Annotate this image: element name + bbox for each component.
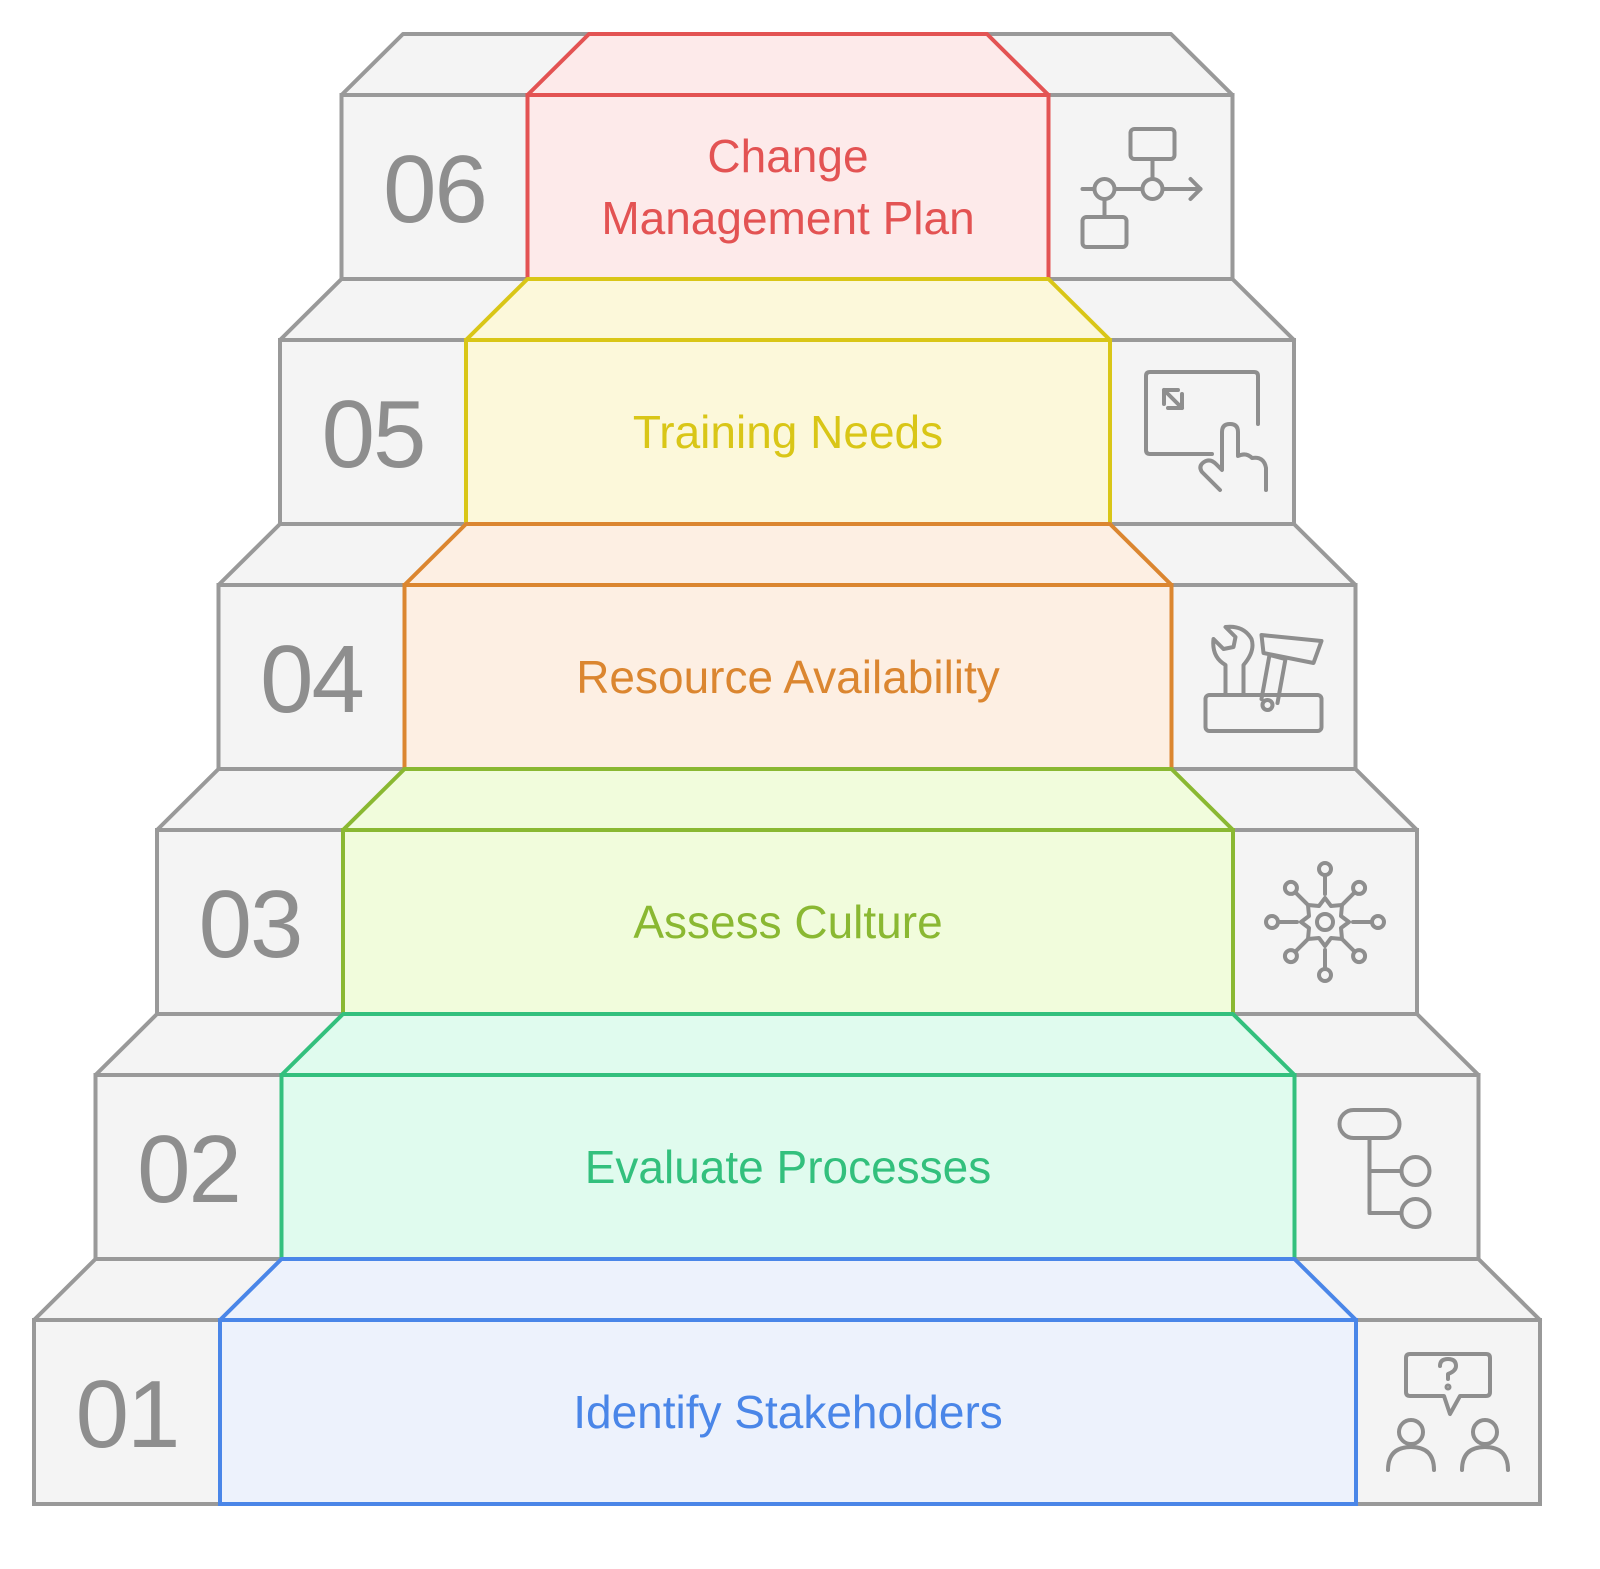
step-02-number: 02 (137, 1116, 240, 1223)
icon-layer (1080, 127, 1510, 1472)
workflow-diagram-icon (1080, 127, 1203, 249)
colored-step-layer (218, 32, 1358, 1506)
step-04-label: Resource Availability (576, 651, 1000, 703)
step-05-color-tread (464, 277, 1112, 342)
step-06-color-front (525, 93, 1051, 281)
toolbox-icon (1203, 624, 1324, 733)
step-02-color-tread (279, 1012, 1297, 1077)
step-01-label: Identify Stakeholders (573, 1386, 1003, 1438)
step-01-number: 01 (76, 1361, 179, 1468)
step-01-color-front (218, 1318, 1358, 1506)
step-03-label: Assess Culture (633, 896, 942, 948)
step-02-label: Evaluate Processes (585, 1141, 992, 1193)
step-04-color-front (402, 583, 1174, 771)
step-03-number: 03 (199, 871, 302, 978)
step-06-number: 06 (383, 136, 486, 243)
step-06-color-tread (525, 32, 1051, 97)
network-gear-icon (1264, 861, 1386, 983)
step-05-label: Training Needs (633, 406, 943, 458)
step-01-color-tread (218, 1257, 1358, 1322)
step-03-color-front (341, 828, 1235, 1016)
step-03-color-tread (341, 767, 1235, 832)
process-flow-icon (1337, 1108, 1432, 1229)
step-04-color-tread (402, 522, 1174, 587)
step-04-number: 04 (260, 626, 363, 733)
touch-screen-icon (1144, 370, 1268, 492)
stakeholders-question-icon (1386, 1352, 1510, 1472)
step-05-color-front (464, 338, 1112, 526)
step-05-number: 05 (322, 381, 425, 488)
